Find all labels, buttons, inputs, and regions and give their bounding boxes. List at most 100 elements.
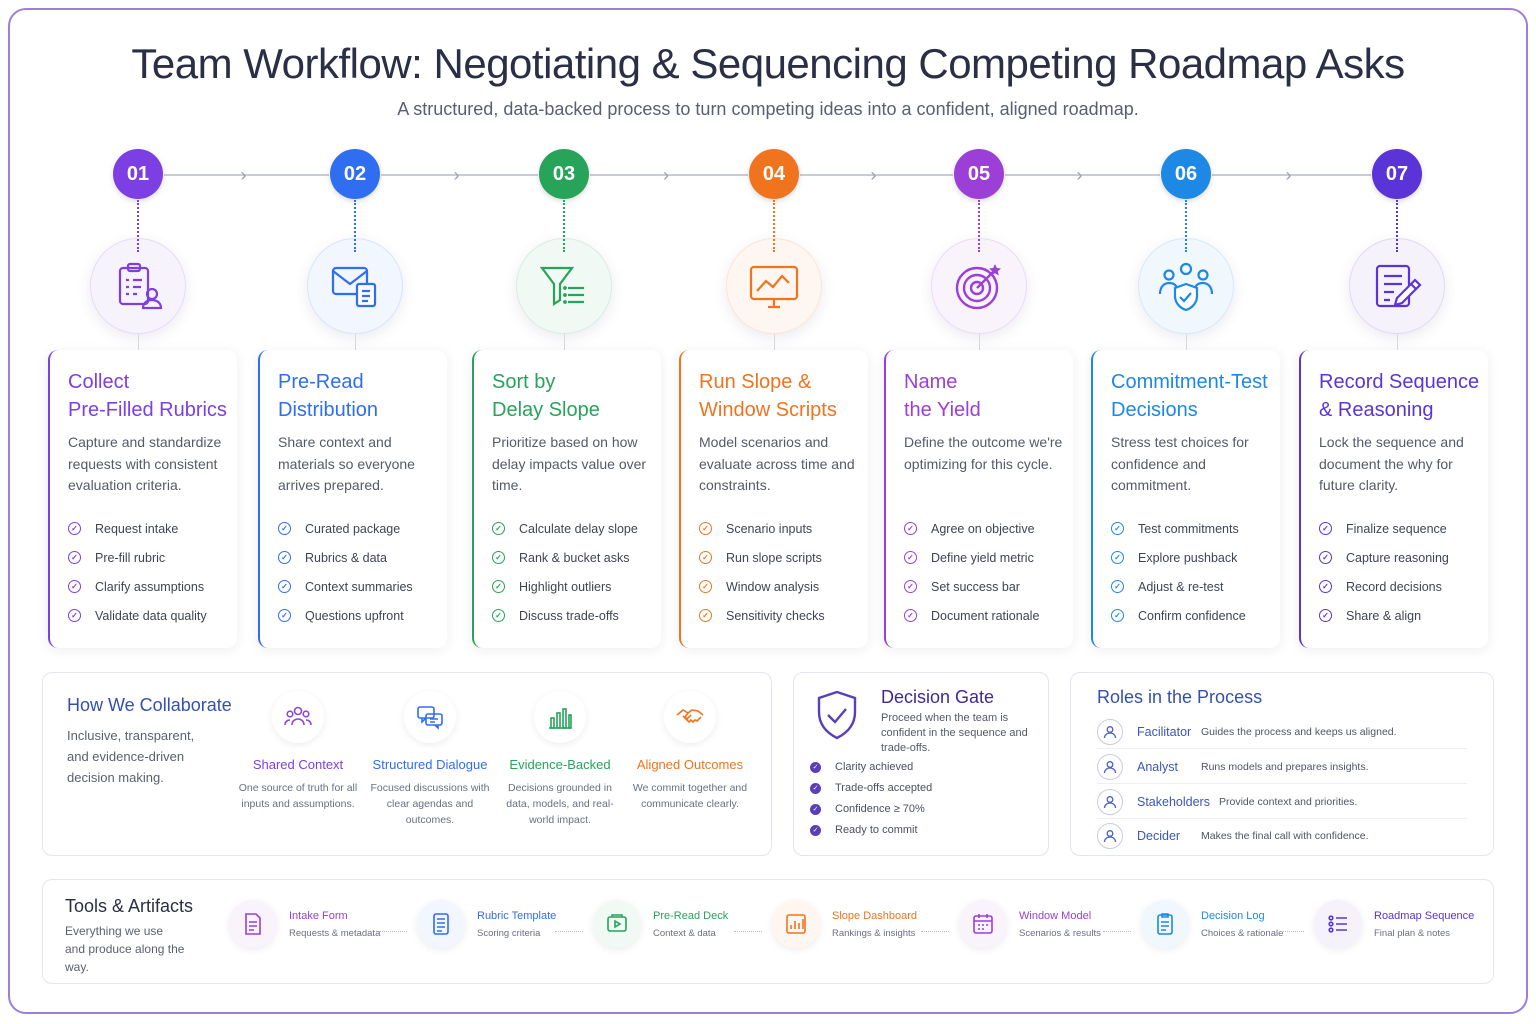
check-circle-icon: ✓ (904, 609, 917, 622)
step-checklist-item: ✓Discuss trade-offs (492, 601, 638, 630)
handshake-icon (664, 691, 716, 743)
workflow-timeline: ›››››› (0, 0, 1536, 240)
roles-title: Roles in the Process (1097, 687, 1263, 707)
check-circle-icon: ✓ (278, 580, 291, 593)
tools-panel: Tools & Artifacts Everything we use and … (42, 879, 1494, 984)
page-title: Team Workflow: Negotiating & Sequencing … (131, 40, 1405, 87)
step-checklist-item: ✓Window analysis (699, 572, 825, 601)
step-description: Model scenarios and evaluate across time… (699, 434, 855, 493)
check-icon: ✓ (810, 761, 821, 773)
collab-title: Structured Dialogue (372, 757, 488, 772)
step-checklist-item: ✓Define yield metric (904, 543, 1039, 572)
step-checklist-item: ✓Curated package (278, 514, 413, 543)
check-circle-icon: ✓ (699, 551, 712, 564)
collab-shared-context: Shared Context One source of truth for a… (233, 691, 363, 812)
step-checklist-item: ✓Document rationale (904, 601, 1039, 630)
form-icon (229, 900, 277, 948)
step-checklist-item: ✓Pre-fill rubric (68, 543, 207, 572)
check-circle-icon: ✓ (492, 551, 505, 564)
step-checklist-item: ✓Explore pushback (1111, 543, 1246, 572)
list-sequence-icon (1314, 900, 1362, 948)
timeline-connector (164, 174, 329, 176)
step-checklist-item: ✓Share & align (1319, 601, 1449, 630)
role-desc: Runs models and prepares insights. (1201, 760, 1369, 773)
tool-name: Decision Log (1201, 909, 1265, 922)
tool-item: Roadmap Sequence Final plan & notes (1314, 900, 1474, 948)
document-pen-icon (1349, 238, 1445, 334)
step-connector (564, 334, 565, 350)
tool-item: Intake Form Requests & metadata (229, 900, 380, 948)
step-card: Run Slope &Window Scripts Model scenario… (679, 350, 868, 648)
step-checklist-item: ✓Request intake (68, 514, 207, 543)
step-connector (979, 334, 980, 350)
check-circle-icon: ✓ (1319, 551, 1332, 564)
chevron-right-icon: › (1285, 165, 1292, 185)
role-decider: Decider Makes the final call with confid… (1097, 819, 1467, 853)
step-connector (137, 200, 139, 252)
step-checklist-item: ✓Adjust & re-test (1111, 572, 1246, 601)
step-checklist: ✓Calculate delay slope✓Rank & bucket ask… (492, 514, 638, 630)
collab-title: Shared Context (252, 757, 344, 772)
timeline-connector (1005, 174, 1160, 176)
check-circle-icon: ✓ (278, 551, 291, 564)
collab-desc: Decisions grounded in data, models, and … (506, 782, 614, 826)
check-circle-icon: ✓ (1111, 522, 1124, 535)
step-number-badge: 06 (1161, 149, 1211, 199)
collaborate-desc: Inclusive, transparent, and evidence-dri… (67, 728, 195, 785)
check-circle-icon: ✓ (1319, 580, 1332, 593)
check-circle-icon: ✓ (68, 609, 81, 622)
step-title: Record Sequence& Reasoning (1319, 371, 1480, 421)
tool-name: Window Model (1019, 909, 1092, 922)
step-checklist: ✓Agree on objective✓Define yield metric✓… (904, 514, 1039, 630)
step-number-badge: 02 (330, 149, 380, 199)
step-number-badge: 04 (749, 149, 799, 199)
tool-name: Pre-Read Deck (653, 909, 729, 922)
tool-desc: Requests & metadata (289, 927, 381, 939)
step-number-badge: 05 (954, 149, 1004, 199)
step-checklist-item: ✓Scenario inputs (699, 514, 825, 543)
people-group-icon (272, 691, 324, 743)
step-checklist-item: ✓Run slope scripts (699, 543, 825, 572)
gate-desc: Proceed when the team is confident in th… (881, 712, 1028, 754)
tool-desc: Scenarios & results (1019, 927, 1101, 939)
check-circle-icon: ✓ (699, 580, 712, 593)
step-checklist-item: ✓Clarify assumptions (68, 572, 207, 601)
step-description: Define the outcome we're optimizing for … (904, 434, 1063, 472)
dashboard-icon (772, 900, 820, 948)
step-checklist: ✓Test commitments✓Explore pushback✓Adjus… (1111, 514, 1246, 630)
step-checklist: ✓Scenario inputs✓Run slope scripts✓Windo… (699, 514, 825, 630)
collaborate-panel: How We Collaborate Inclusive, transparen… (42, 672, 772, 856)
step-connector (774, 334, 775, 350)
tool-desc: Rankings & insights (832, 927, 916, 939)
collab-desc: One source of truth for all inputs and a… (238, 782, 358, 810)
filter-list-icon (516, 238, 612, 334)
check-circle-icon: ✓ (699, 522, 712, 535)
step-connector (354, 200, 356, 252)
envelope-document-icon (307, 238, 403, 334)
tool-name: Roadmap Sequence (1374, 909, 1475, 922)
chevron-right-icon: › (870, 165, 877, 185)
tool-item: Decision Log Choices & rationale (1141, 900, 1283, 948)
tool-name: Intake Form (289, 909, 348, 922)
page-subtitle: A structured, data-backed process to tur… (397, 99, 1139, 119)
step-checklist-item: ✓Highlight outliers (492, 572, 638, 601)
step-number-badge: 03 (539, 149, 589, 199)
step-description: Share context and materials so everyone … (278, 434, 415, 493)
collab-structured-dialogue: Structured Dialogue Focused discussions … (365, 691, 495, 828)
role-name: Facilitator (1137, 724, 1192, 739)
step-checklist-item: ✓Set success bar (904, 572, 1039, 601)
check-circle-icon: ✓ (1111, 551, 1124, 564)
check-circle-icon: ✓ (68, 522, 81, 535)
check-circle-icon: ✓ (278, 522, 291, 535)
step-description: Capture and standardize requests with co… (68, 434, 222, 493)
check-circle-icon: ✓ (68, 551, 81, 564)
step-connector (978, 200, 980, 252)
step-checklist-item: ✓Calculate delay slope (492, 514, 638, 543)
gate-check-item: ✓Ready to commit (810, 824, 918, 836)
